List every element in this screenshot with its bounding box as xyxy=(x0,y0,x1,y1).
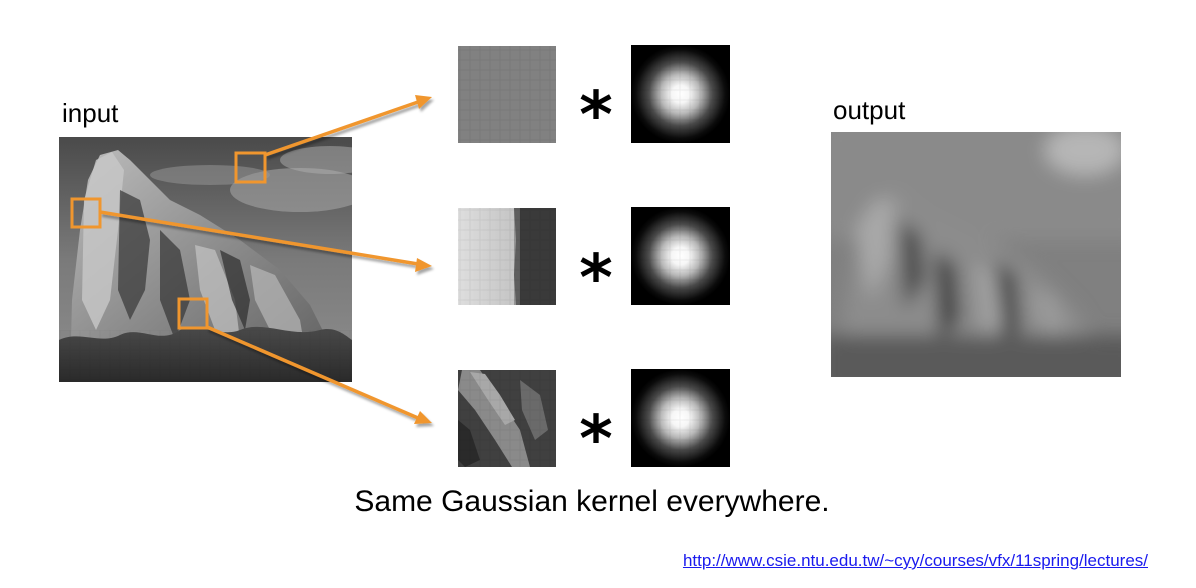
bush-patch xyxy=(458,370,556,467)
sky-patch xyxy=(458,46,556,143)
convolution-symbol-1: * xyxy=(579,79,612,153)
bush-patch-highlight xyxy=(177,297,209,330)
arrow-bush xyxy=(206,325,432,424)
caption: Same Gaussian kernel everywhere. xyxy=(0,485,1196,519)
arrow-rock-edge xyxy=(99,210,432,272)
source-link[interactable]: http://www.csie.ntu.edu.tw/~cyy/courses/… xyxy=(682,551,1148,570)
gaussian-kernel-2 xyxy=(631,207,730,305)
convolution-symbol-3: * xyxy=(579,403,612,477)
caption-text: Same Gaussian kernel everywhere. xyxy=(354,485,830,518)
arrow-sky xyxy=(264,95,432,157)
gaussian-kernel-1 xyxy=(631,45,730,143)
input-label: input xyxy=(62,98,119,128)
rock-edge-patch xyxy=(458,208,556,305)
output-image xyxy=(831,132,1121,377)
sky-patch-highlight xyxy=(234,151,267,184)
arrows xyxy=(99,95,432,424)
gaussian-kernel-3 xyxy=(631,369,730,467)
convolution-symbol-2: * xyxy=(579,242,612,316)
input-image xyxy=(59,137,352,382)
output-label: output xyxy=(833,95,906,125)
rock-edge-patch-highlight xyxy=(70,197,102,229)
patch-highlights xyxy=(70,151,267,330)
